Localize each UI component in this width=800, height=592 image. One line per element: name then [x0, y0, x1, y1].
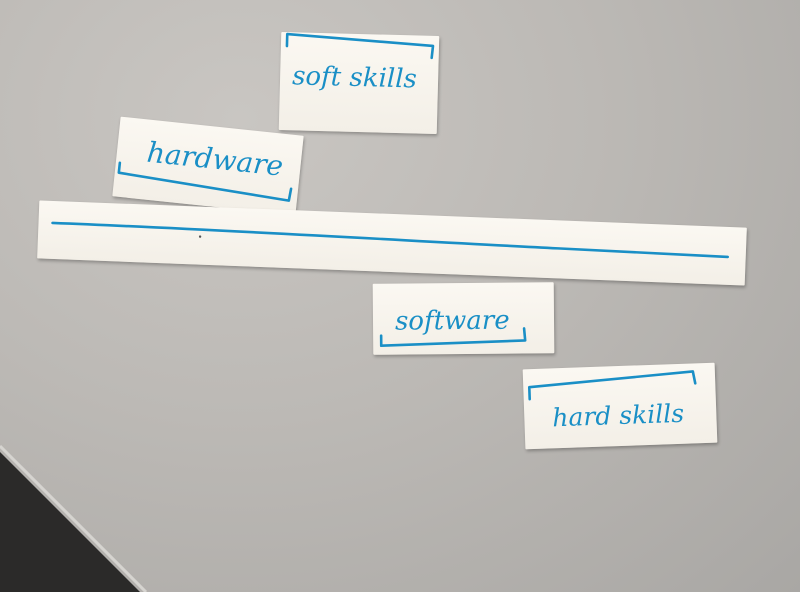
hardware-label: hardware: [145, 136, 284, 183]
sticky-note-software: software: [372, 282, 555, 355]
timeline-strip: [37, 200, 747, 286]
pen-dot: [198, 235, 202, 238]
sticky-note-hardware: hardware: [112, 116, 304, 216]
soft-skills-label: soft skills: [292, 61, 417, 94]
sticky-note-hard-skills: hard skills: [522, 362, 718, 450]
sticky-note-soft-skills: soft skills: [278, 31, 440, 135]
software-label: software: [395, 306, 510, 337]
hard-skills-label: hard skills: [552, 399, 685, 433]
